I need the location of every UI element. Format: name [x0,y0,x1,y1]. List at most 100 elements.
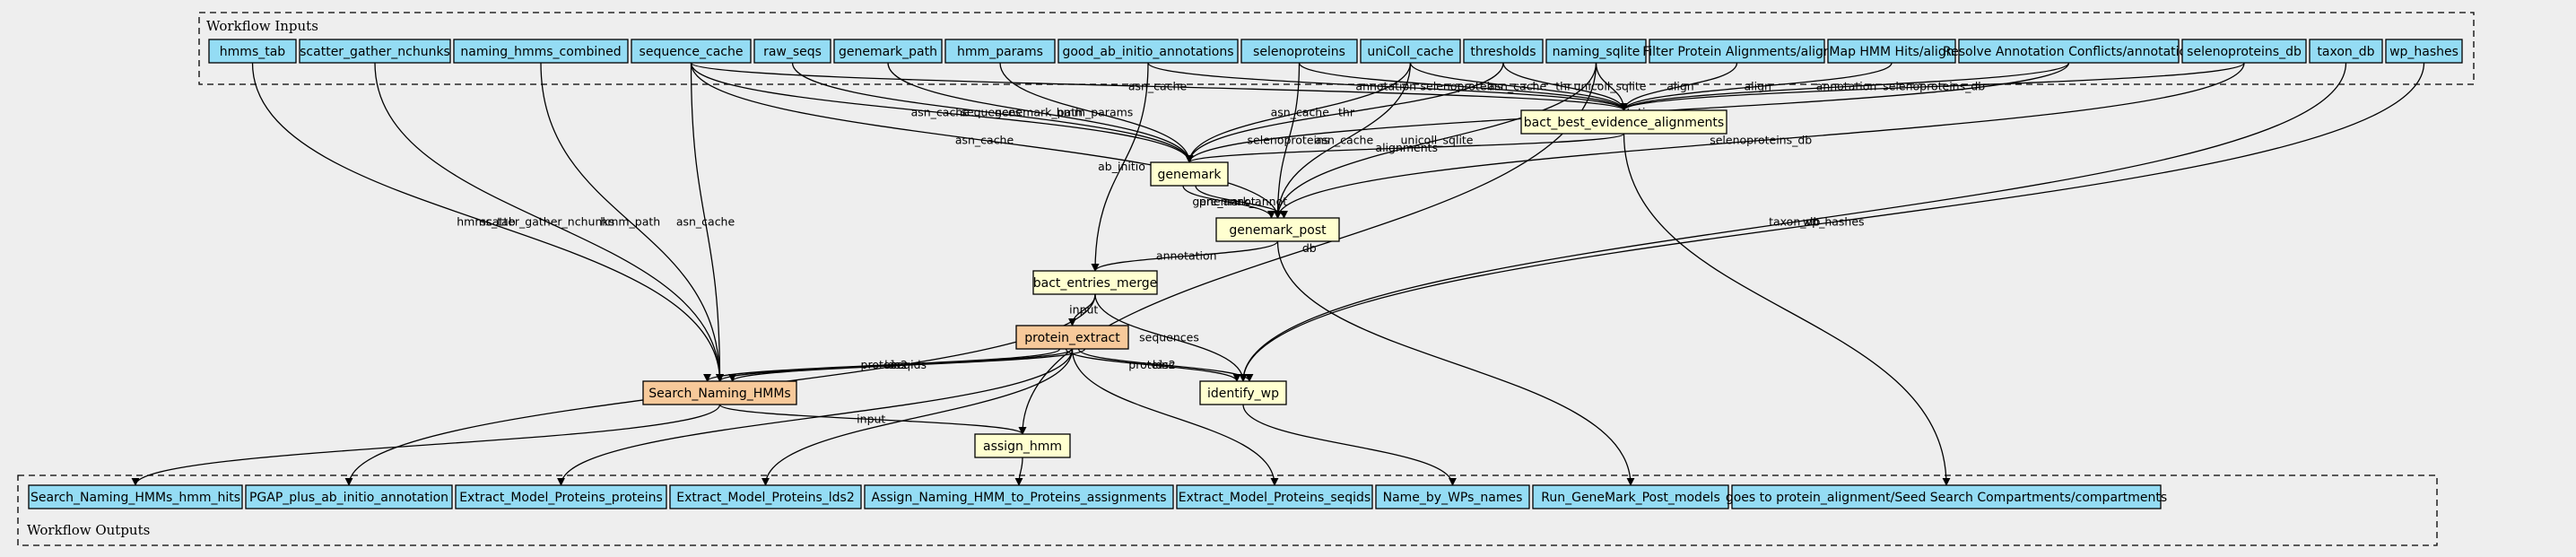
edge-label: asn_cache [676,215,735,229]
input-node-hmms-tab[interactable]: hmms_tab [208,39,297,64]
edge-selenoproteins_db-to-bact_best_evidence_alignments [1620,62,2245,111]
node-label: Extract_Model_Proteins_lds2 [676,491,855,505]
edge-uniColl_cache-to-genemark_post [1274,62,1412,219]
edge-good_ab_initio_annotations-to-bact_entries_merge [1091,62,1149,272]
node-box [974,433,1071,458]
edge-wp_hashes-to-identify_wp [1239,62,2425,382]
edge-map_hmm_hits-to-bact_best_evidence_alignments [1620,62,1893,111]
edge-resolve_annotation_conflicts-to-bact_best_evidence_alignments [1620,62,2070,111]
input-node-map-hmm-hits[interactable]: Map HMM Hits/align [1827,39,1956,64]
node-box [2181,39,2307,64]
node-label: genemark [1157,168,1222,182]
workflow-inputs-title: Workflow Inputs [206,18,318,34]
step-node-identify-wp[interactable]: identify_wp [1199,380,1287,405]
edge-filter_protein_alignments-to-bact_best_evidence_alignments [1620,62,1738,111]
node-box [1057,39,1239,64]
node-box [1532,484,1729,509]
step-node-assign-hmm[interactable]: assign_hmm [974,433,1071,458]
step-node-genemark[interactable]: genemark [1150,161,1229,187]
node-box [753,39,831,64]
node-label: hmms_tab [220,45,286,59]
edge-raw_seqs-to-genemark [791,62,1194,163]
node-label: uniColl_cache [1367,45,1453,59]
node-box [1150,161,1229,187]
output-node-out-pgap-ab-initio[interactable]: PGAP_plus_ab_initio_annotation [245,484,453,509]
input-node-naming-sqlite[interactable]: naming_sqlite [1545,39,1647,64]
edge-label: pre_annot [1199,195,1256,208]
step-node-bact-best-evidence-alignments[interactable]: bact_best_evidence_alignments [1520,109,1727,135]
input-node-genemark-path[interactable]: genemark_path [833,39,943,64]
output-node-out-extract-lds2[interactable]: Extract_Model_Proteins_lds2 [669,484,862,509]
node-box [864,484,1174,509]
output-node-out-name-by-wps[interactable]: Name_by_WPs_names [1375,484,1530,509]
input-node-sequence-cache[interactable]: sequence_cache [631,39,752,64]
node-box [1958,39,2180,64]
edge-label: ab_initio [1098,160,1145,173]
edge-label: lds2 [884,358,908,371]
step-node-genemark-post[interactable]: genemark_post [1215,217,1340,242]
edge-genemark-to-genemark_post [1195,185,1288,219]
input-node-hmm-params[interactable]: hmm_params [944,39,1056,64]
output-node-out-compartments[interactable]: goes to protein_alignment/Seed Search Co… [1726,484,2167,509]
output-node-out-assign-naming[interactable]: Assign_Naming_HMM_to_Proteins_assignment… [864,484,1174,509]
input-node-naming-hmms-combined[interactable]: naming_hmms_combined [453,39,629,64]
input-node-good-ab-initio-annotations[interactable]: good_ab_initio_annotations [1057,39,1239,64]
input-node-wp-hashes[interactable]: wp_hashes [2385,39,2463,64]
output-node-out-run-genemark-post[interactable]: Run_GeneMark_Post_models [1532,484,1729,509]
input-node-raw-seqs[interactable]: raw_seqs [753,39,831,64]
edge-label: hmms_tab [457,215,516,229]
input-node-taxon-db[interactable]: taxon_db [2309,39,2383,64]
node-label: Name_by_WPs_names [1383,491,1523,505]
edge-sequence_cache-to-bact_best_evidence_alignments [690,62,1628,111]
workflow-outputs-title: Workflow Outputs [27,522,150,538]
edge-label: asn_cache [911,106,970,119]
node-label: Run_GeneMark_Post_models [1541,491,1720,505]
input-node-filter-protein-alignments[interactable]: Filter Protein Alignments/align [1642,39,1832,64]
node-box [642,380,797,405]
edge-label: annotation [1156,249,1217,263]
input-node-selenoproteins-db[interactable]: selenoproteins_db [2181,39,2307,64]
input-node-scatter-gather-nchunks[interactable]: scatter_gather_nchunks [299,39,451,64]
input-node-thresholds[interactable]: thresholds [1463,39,1544,64]
edge-label: unicoll_sqlite [1400,134,1473,147]
edge-sequence_cache-to-genemark_post [690,62,1282,219]
edge-label: alignments [1375,141,1438,154]
node-label: protein_extract [1024,331,1120,345]
nodes-layer: hmms_tab scatter_gather_nchunks naming_hmm… [28,39,2463,509]
node-label: naming_hmms_combined [460,45,621,59]
node-box [631,39,752,64]
node-box [1360,39,1461,64]
node-label: Map HMM Hits/align [1829,45,1954,59]
workflow-outputs-cluster [17,474,2438,546]
edge-label: proteins [861,358,907,371]
edge-label: align [1667,80,1693,93]
edge-label: sequences [1139,331,1199,344]
node-label: Filter Protein Alignments/align [1642,45,1832,59]
node-label: selenoproteins [1253,45,1345,59]
node-label: PGAP_plus_ab_initio_annotation [249,491,448,505]
edge-label: asn_cache [1128,80,1188,93]
edge-naming_sqlite-to-genemark_post [1274,62,1597,219]
edge-label: asn_cache [1488,80,1547,93]
node-label: good_ab_initio_annotations [1062,45,1233,59]
output-node-out-extract-proteins[interactable]: Extract_Model_Proteins_proteins [455,484,667,509]
edge-label: taxon_db [1769,215,1820,229]
step-node-protein-extract[interactable]: protein_extract [1015,325,1129,350]
node-box [299,39,451,64]
node-label: genemark_post [1229,223,1327,238]
output-node-out-search-naming-hmms-hits[interactable]: Search_Naming_HMMs_hmm_hits [28,484,243,509]
input-node-resolve-annotation-conflicts[interactable]: Resolve Annotation Conflicts/annotation [1943,39,2195,64]
node-label: bact_best_evidence_alignments [1524,116,1724,130]
input-node-uniColl-cache[interactable]: uniColl_cache [1360,39,1461,64]
edge-label: seqids [891,358,927,371]
step-node-bact-entries-merge[interactable]: bact_entries_merge [1032,270,1158,295]
node-box [453,39,629,64]
edge-genemark_path-to-genemark [887,62,1194,163]
input-node-selenoproteins[interactable]: selenoproteins [1240,39,1358,64]
output-node-out-extract-seqids[interactable]: Extract_Model_Proteins_seqids [1176,484,1373,509]
edge-bact_best_evidence_alignments-to-genemark [1185,133,1625,163]
node-box [1463,39,1544,64]
edge-sequence_cache-to-search_naming_hmms [690,62,724,382]
step-node-search-naming-hmms[interactable]: Search_Naming_HMMs [642,380,797,405]
